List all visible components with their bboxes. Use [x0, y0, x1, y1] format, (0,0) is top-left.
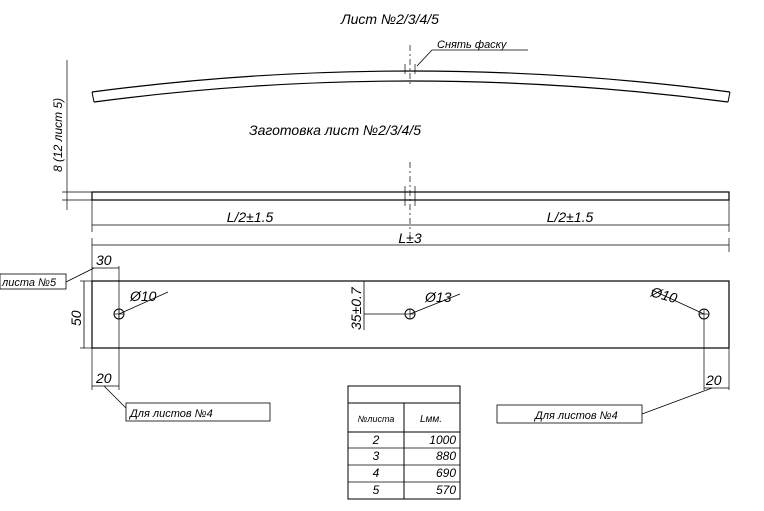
- chamfer-callout: Снять фаску: [416, 39, 528, 67]
- flat-blank: [91, 162, 730, 234]
- width-label: 50: [68, 310, 84, 326]
- table-cell-length: 570: [436, 483, 456, 497]
- note-sheet4-right: Для листов №4: [496, 387, 713, 424]
- chamfer-label: Снять фаску: [437, 39, 508, 51]
- dim-30-label: 30: [96, 252, 112, 268]
- center-offset-dimension: 35±0.7: [348, 281, 405, 330]
- total-length-label: L±3: [398, 230, 421, 246]
- thickness-dimension: 8 (12 лист 5): [51, 60, 92, 210]
- blank-title: Заготовка лист №2/3/4/5: [249, 122, 421, 138]
- length-table: №листа Lмм. 2 1000 3 880 4 690 5 570: [347, 385, 461, 500]
- note-sheet5: листа №5: [0, 267, 95, 290]
- note-sheet4-left-label: Для листов №4: [128, 408, 213, 420]
- table-cell-sheet: 3: [373, 449, 380, 463]
- thickness-label: 8 (12 лист 5): [51, 98, 65, 172]
- dim-20-left: 20: [92, 370, 119, 387]
- hole-left-label: Ø10: [129, 288, 157, 304]
- dim-20-right-label: 20: [705, 372, 722, 388]
- total-length-dimension: L±3: [91, 230, 730, 252]
- dim-20-right: 20: [703, 319, 730, 390]
- table-header-sheet: №листа: [358, 414, 395, 424]
- hole-left: Ø10: [113, 288, 169, 320]
- note-sheet4-right-label: Для листов №4: [533, 410, 618, 422]
- dim-20-left-label: 20: [95, 370, 112, 386]
- width-dimension: 50: [68, 280, 92, 349]
- table-cell-length: 880: [436, 449, 456, 463]
- hole-center-label: Ø13: [424, 289, 452, 305]
- dim-30: 30: [91, 252, 120, 390]
- table-cell-length: 690: [436, 466, 456, 480]
- table-cell-sheet: 4: [373, 466, 380, 480]
- table-cell-sheet: 5: [373, 483, 380, 497]
- hole-right-label: Ø10: [648, 283, 679, 306]
- hole-center: Ø13: [404, 289, 461, 320]
- table-cell-length: 1000: [429, 433, 456, 447]
- table-header-length: Lмм.: [420, 414, 442, 425]
- drawing-title: Лист №2/3/4/5: [340, 11, 439, 27]
- hole-right: Ø10: [648, 283, 710, 320]
- half-length-dimensions: L/2±1.5 L/2±1.5: [91, 200, 730, 232]
- table-cell-sheet: 2: [372, 433, 380, 447]
- half-length-left-label: L/2±1.5: [227, 209, 274, 225]
- note-sheet5-label: листа №5: [1, 277, 57, 289]
- curved-leaf: [91, 45, 731, 103]
- center-offset-label: 35±0.7: [348, 286, 364, 330]
- plan-view: [91, 280, 730, 349]
- half-length-right-label: L/2±1.5: [547, 209, 594, 225]
- note-sheet4-left: Для листов №4: [103, 385, 271, 422]
